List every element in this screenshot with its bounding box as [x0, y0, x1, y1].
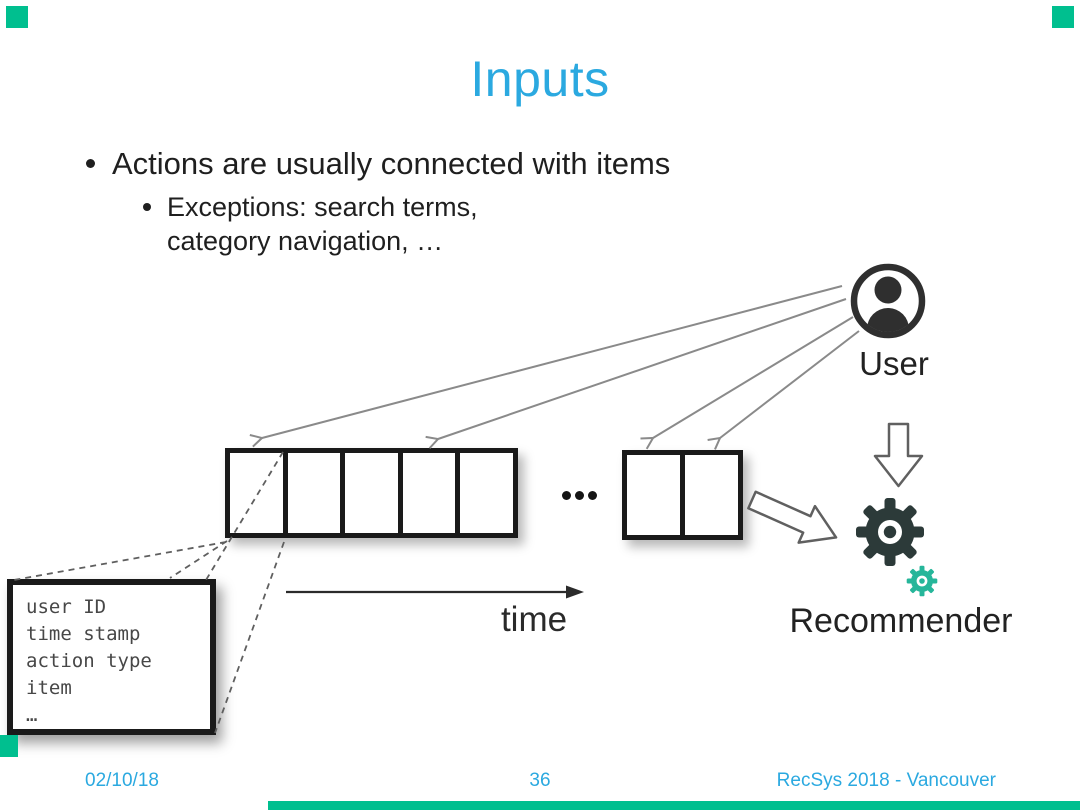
ellipsis-dot	[588, 491, 597, 500]
right-block-arrow	[747, 490, 838, 544]
gear-small-icon	[906, 565, 938, 597]
timeline-right-group	[622, 450, 743, 540]
bullet-marker	[86, 159, 95, 168]
recommender-label: Recommender	[789, 602, 1013, 640]
slide-title: Inputs	[470, 51, 610, 107]
timeline-cell	[397, 448, 461, 538]
record-line: …	[26, 704, 38, 726]
user-icon	[850, 263, 926, 339]
bullet-item-2: Exceptions: search terms, category navig…	[143, 190, 478, 258]
ellipsis-text: …	[560, 495, 561, 496]
video-artifact-bar	[268, 801, 1080, 810]
timeline-cell	[455, 448, 518, 538]
event-record-box: user ID time stamp action type item …	[7, 579, 216, 735]
record-line: action type	[26, 650, 152, 672]
bullet-text-2-line-1: Exceptions: search terms,	[167, 192, 478, 222]
timeline-cell	[340, 448, 403, 538]
user-action-arrow	[262, 285, 843, 438]
user-action-arrow	[438, 298, 847, 439]
timeline-left-group	[225, 448, 518, 538]
video-artifact-block	[6, 6, 28, 28]
user-label: User	[859, 345, 929, 382]
video-artifact-block	[0, 735, 18, 757]
bullet-text-2: Exceptions: search terms, category navig…	[167, 190, 478, 258]
explode-dashed-line	[169, 540, 228, 579]
video-artifact-block	[1052, 6, 1074, 28]
gear-icon	[856, 498, 924, 566]
bullet-item-1: Actions are usually connected with items	[86, 146, 670, 182]
record-line: user ID	[26, 596, 107, 618]
record-line: time stamp	[26, 623, 141, 645]
footer-page-number: 36	[529, 770, 551, 791]
bullet-text-1: Actions are usually connected with items	[112, 146, 671, 181]
timeline-gap-ellipsis: …	[560, 491, 599, 500]
timeline-cell	[225, 448, 288, 538]
explode-dashed-line	[13, 541, 227, 581]
ellipsis-dot	[562, 491, 571, 500]
footer-date: 02/10/18	[85, 770, 159, 791]
timeline-cell	[622, 450, 685, 540]
bullet-marker	[143, 203, 151, 211]
footer-venue: RecSys 2018 - Vancouver	[776, 770, 996, 791]
down-block-arrow	[873, 422, 924, 488]
bullet-text-2-line-2: category navigation, …	[167, 226, 444, 256]
time-axis-arrowhead	[566, 585, 584, 599]
time-axis-label: time	[500, 600, 568, 639]
timeline-cell	[680, 450, 743, 540]
timeline-cell	[282, 448, 346, 538]
user-action-arrow	[653, 316, 854, 438]
ellipsis-dot	[575, 491, 584, 500]
explode-dashed-line	[214, 541, 285, 734]
record-line: item	[26, 677, 72, 699]
